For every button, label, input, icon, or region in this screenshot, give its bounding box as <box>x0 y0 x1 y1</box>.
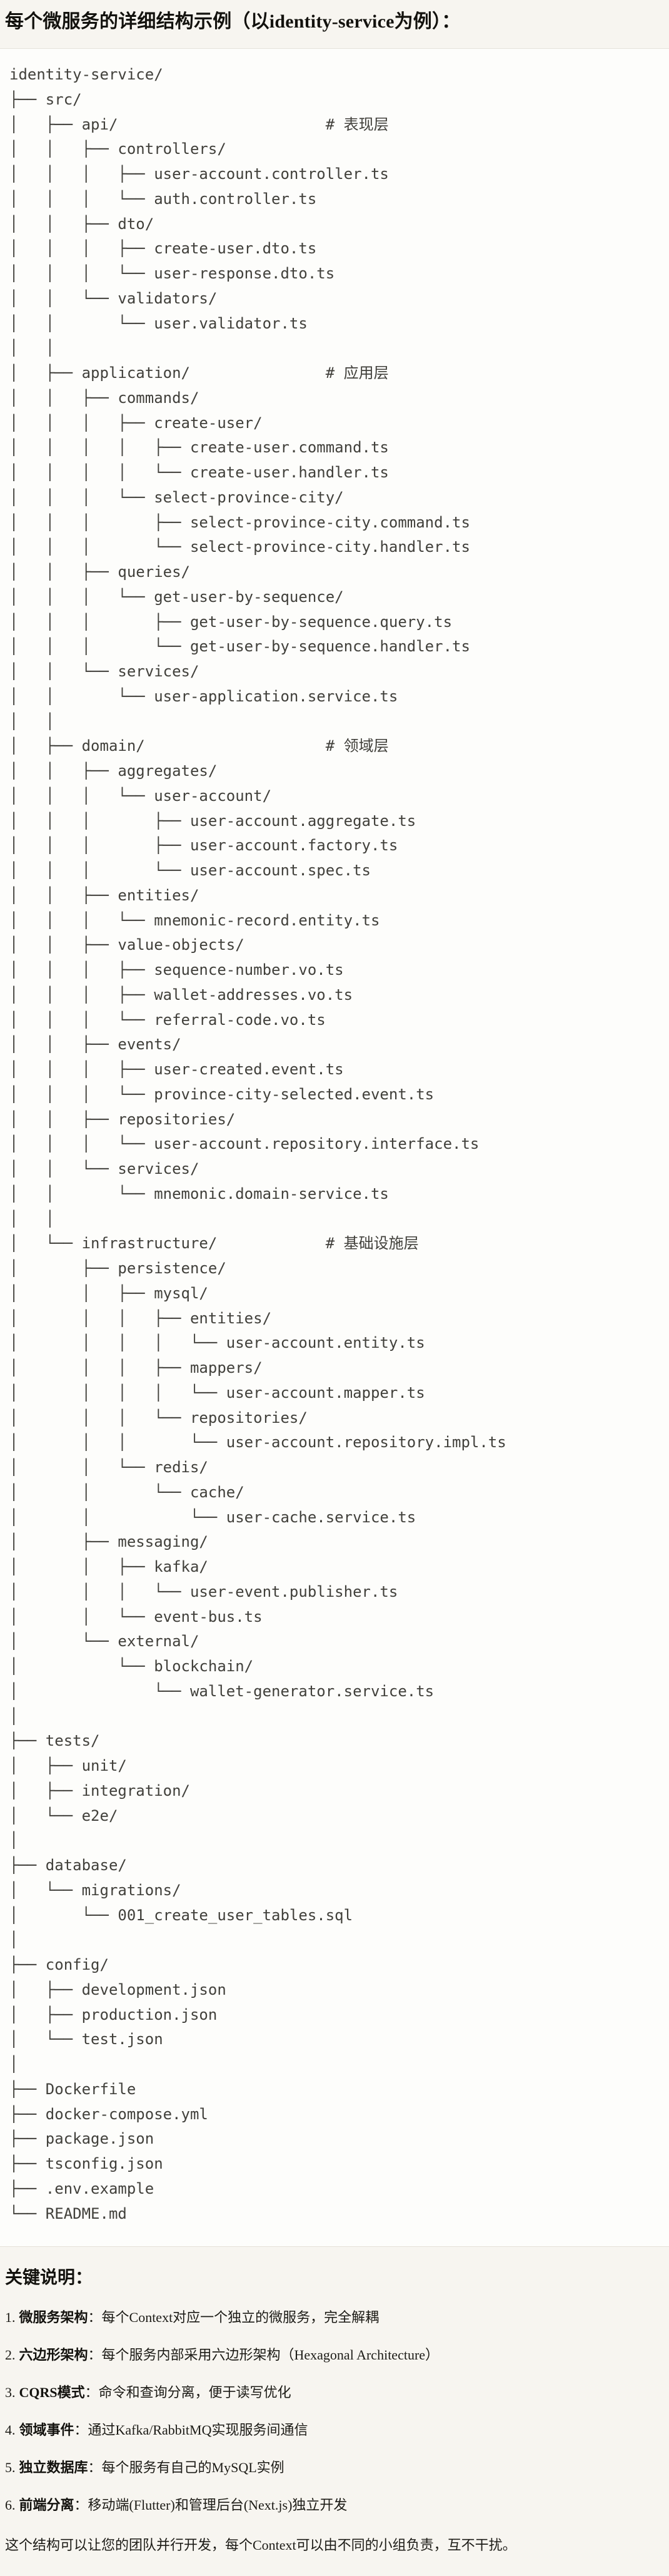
note-number: 2. <box>5 2347 16 2363</box>
code-block: identity-service/ ├── src/ │ ├── api/ # … <box>0 48 669 2248</box>
note-item-4: 4.领域事件：通过Kafka/RabbitMQ实现服务间通信 <box>5 2420 664 2441</box>
notes-heading: 关键说明： <box>5 2268 93 2288</box>
note-desc: ：命令和查询分离，便于读写优化 <box>84 2385 291 2401</box>
directory-tree: identity-service/ ├── src/ │ ├── api/ # … <box>9 66 506 2222</box>
note-item-3: 3.CQRS模式：命令和查询分离，便于读写优化 <box>5 2382 664 2403</box>
note-term: 六边形架构 <box>19 2347 88 2363</box>
note-desc: ：每个服务内部采用六边形架构（Hexagonal Architecture） <box>88 2347 440 2363</box>
note-number: 3. <box>5 2385 16 2401</box>
note-number: 6. <box>5 2497 16 2513</box>
note-term: 独立数据库 <box>19 2460 88 2476</box>
note-item-2: 2.六边形架构：每个服务内部采用六边形架构（Hexagonal Architec… <box>5 2344 664 2366</box>
note-number: 1. <box>5 2309 16 2326</box>
key-notes-section: 关键说明： 1.微服务架构：每个Context对应一个独立的微服务，完全解耦 2… <box>0 2266 669 2556</box>
note-item-6: 6.前端分离：移动端(Flutter)和管理后台(Next.js)独立开发 <box>5 2495 664 2516</box>
note-term: 领域事件 <box>19 2422 74 2438</box>
closing-paragraph: 这个结构可以让您的团队并行开发，每个Context可以由不同的小组负责，互不干扰… <box>5 2537 516 2553</box>
note-term: 前端分离 <box>19 2497 74 2513</box>
note-number: 5. <box>5 2460 16 2476</box>
page-title: 每个微服务的详细结构示例（以identity-service为例）： <box>5 11 461 32</box>
note-term: CQRS模式 <box>19 2385 85 2401</box>
note-item-1: 1.微服务架构：每个Context对应一个独立的微服务，完全解耦 <box>5 2307 664 2328</box>
note-desc: ：移动端(Flutter)和管理后台(Next.js)独立开发 <box>74 2497 348 2513</box>
note-desc: ：每个服务有自己的MySQL实例 <box>88 2460 284 2476</box>
note-term: 微服务架构 <box>19 2309 88 2326</box>
note-desc: ：通过Kafka/RabbitMQ实现服务间通信 <box>74 2422 308 2438</box>
note-item-5: 5.独立数据库：每个服务有自己的MySQL实例 <box>5 2457 664 2478</box>
note-desc: ：每个Context对应一个独立的微服务，完全解耦 <box>88 2309 380 2326</box>
note-number: 4. <box>5 2422 16 2438</box>
